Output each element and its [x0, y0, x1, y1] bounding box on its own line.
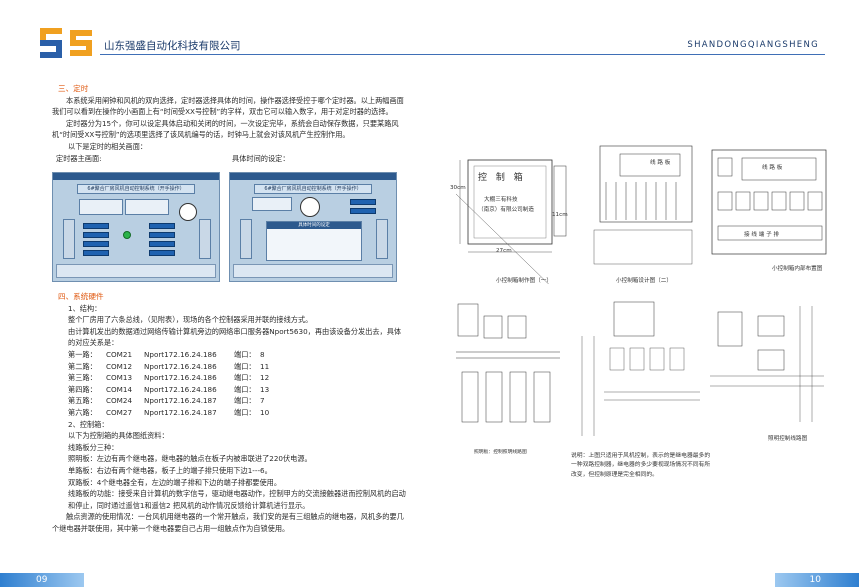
structure-heading: 1、结构：	[68, 303, 102, 313]
timer-panel-2	[125, 199, 169, 215]
label-main-screen: 定时器主画面:	[56, 153, 102, 163]
caption-wiring-3: 照明控制线路图	[768, 436, 808, 442]
control-box-paragraph-4: 单路板：右边有两个继电器，板子上的端子排只使用下边1---6。	[68, 465, 272, 475]
control-box-paragraph-2: 线路板分三种：	[68, 442, 119, 452]
drawing-3-terminal-label: 接 线 端 子 排	[744, 232, 780, 238]
window-titlebar	[53, 173, 219, 180]
company-logo	[40, 28, 92, 58]
timer-button-3[interactable]	[83, 241, 109, 247]
timer-button-2[interactable]	[83, 232, 109, 238]
control-box-paragraph-5: 双路板：4个继电器全有，左边的端子排和下边的端子排都要使用。	[68, 477, 282, 487]
caption-drawing-3: 小控制箱内部布置图	[772, 266, 823, 272]
timer-button-8[interactable]	[149, 250, 175, 256]
header-divider	[100, 54, 825, 55]
screenshot-title: 6#聚合厂房风机自动控制系统（开手操作）	[254, 184, 372, 194]
side-panel-left	[63, 219, 75, 259]
page-number-right: 10	[809, 575, 821, 585]
caption-drawing-2: 小控制箱设计图（二）	[616, 278, 672, 284]
timing-paragraph-1: 本系统采用闸钟和风机的双向选择，定时器选择具体的时间，操作器选择受控于哪个定时器…	[52, 95, 404, 117]
control-box-paragraph-1: 以下为控制箱的具体图纸资料：	[68, 431, 169, 441]
page-number-left: 09	[36, 575, 48, 585]
control-box-drawing-1	[450, 134, 590, 284]
left-column: 三、定时 本系统采用闸钟和风机的双向选择，定时器选择具体的时间，操作器选择受控于…	[52, 83, 408, 165]
timer-button-6[interactable]	[149, 232, 175, 238]
wiring-diagram-3	[704, 296, 830, 436]
drawing-3-panel-label: 线 路 板	[762, 165, 783, 171]
screenshot-labels: 定时器主画面: 具体时间的设定：	[52, 153, 408, 165]
timer-button-2[interactable]	[350, 208, 376, 214]
footer-bar-right	[775, 573, 859, 587]
control-box-maker: 大棚三有科技	[484, 197, 518, 203]
timing-paragraph-2: 定时器分为15个，你可以设定具体启动和关闭的时间，一次设定完毕，系统会自动保存数…	[52, 118, 399, 140]
timer-button-1[interactable]	[350, 199, 376, 205]
company-name-en: SHANDONGQIANGSHENG	[687, 40, 819, 50]
company-name-cn: 山东强盛自动化科技有限公司	[104, 40, 241, 52]
timer-panel	[252, 197, 292, 211]
page-header: 山东强盛自动化科技有限公司 SHANDONGQIANGSHENG	[0, 0, 859, 60]
bottom-toolbar	[233, 264, 393, 278]
dialog-title: 具体时间的设定	[267, 222, 361, 229]
control-box-paragraph-7: 触点资源的使用情况：一台风机用继电器的一个常开触点，我们安的是有三组触点的继电器…	[52, 512, 404, 533]
bottom-toolbar	[56, 264, 216, 278]
control-box-drawing-3	[708, 146, 832, 264]
wiring-diagram-2	[574, 296, 704, 444]
status-lamp	[123, 231, 131, 239]
window-titlebar	[230, 173, 396, 180]
footer-bar-left	[0, 573, 84, 587]
timing-paragraph-3: 以下是定时的相关画面：	[68, 141, 148, 151]
side-panel-right	[199, 219, 211, 259]
wiring-note: 说明：上图只适用于风机控制，表示的是继电器最多的一种双路控制器，继电器的多少要视…	[571, 453, 711, 478]
drawing-2-panel-label: 线 路 板	[650, 160, 671, 166]
screenshot-title: 6#聚合厂房风机自动控制系统（开手操作）	[77, 184, 195, 194]
screenshot-timer-detail: 6#聚合厂房风机自动控制系统（开手操作） 具体时间的设定	[229, 172, 397, 282]
caption-wiring-1: 照明板：控制照明线路图	[474, 450, 527, 455]
clock-icon	[179, 203, 197, 221]
clock-icon	[300, 197, 320, 217]
dimension-depth: 11cm	[552, 212, 568, 218]
timer-button-5[interactable]	[149, 223, 175, 229]
structure-paragraph-2: 由计算机发出的数据通过网络传输计算机旁边的网络串口服务器Nport5630，再由…	[68, 326, 402, 348]
label-detail-screen: 具体时间的设定：	[232, 153, 290, 163]
timer-button-7[interactable]	[149, 241, 175, 247]
time-setting-dialog: 具体时间的设定	[266, 221, 362, 261]
timer-panel	[79, 199, 123, 215]
control-box-paragraph-3: 照明板：左边有两个继电器，继电器的触点在板子内被串联进了220伏电源。	[68, 454, 312, 464]
structure-paragraph-1: 整个厂房用了六条总线，（见附表），现场的各个控制器采用并联的接线方式。	[68, 315, 313, 325]
wiring-diagram-1	[452, 296, 564, 456]
timer-button-1[interactable]	[83, 223, 109, 229]
side-panel-right	[376, 219, 388, 259]
dimension-width: 27cm	[496, 248, 512, 254]
control-box-heading: 2、控制箱：	[68, 419, 109, 429]
control-box-maker-2: （南京）有限公司制造	[478, 207, 534, 213]
section-title-hardware: 四、系统硬件	[58, 292, 104, 301]
hardware-section: 四、系统硬件 1、结构： 整个厂房用了六条总线，（见附表），现场的各个控制器采用…	[52, 291, 408, 534]
section-title-timing: 三、定时	[58, 84, 89, 93]
caption-drawing-1: 小控制箱制作图（一）	[496, 278, 552, 284]
control-box-title: 控 制 箱	[478, 173, 526, 183]
dimension-height: 30cm	[450, 185, 466, 191]
control-box-drawing-2	[590, 134, 700, 274]
side-panel-left	[240, 219, 252, 259]
screenshot-timer-main: 6#聚合厂房风机自动控制系统（开手操作）	[52, 172, 220, 282]
timer-button-4[interactable]	[83, 250, 109, 256]
control-box-paragraph-6: 线路板的功能：接受来自计算机的数字信号，驱动继电器动作，控制甲方的交流接触器进而…	[68, 489, 406, 510]
